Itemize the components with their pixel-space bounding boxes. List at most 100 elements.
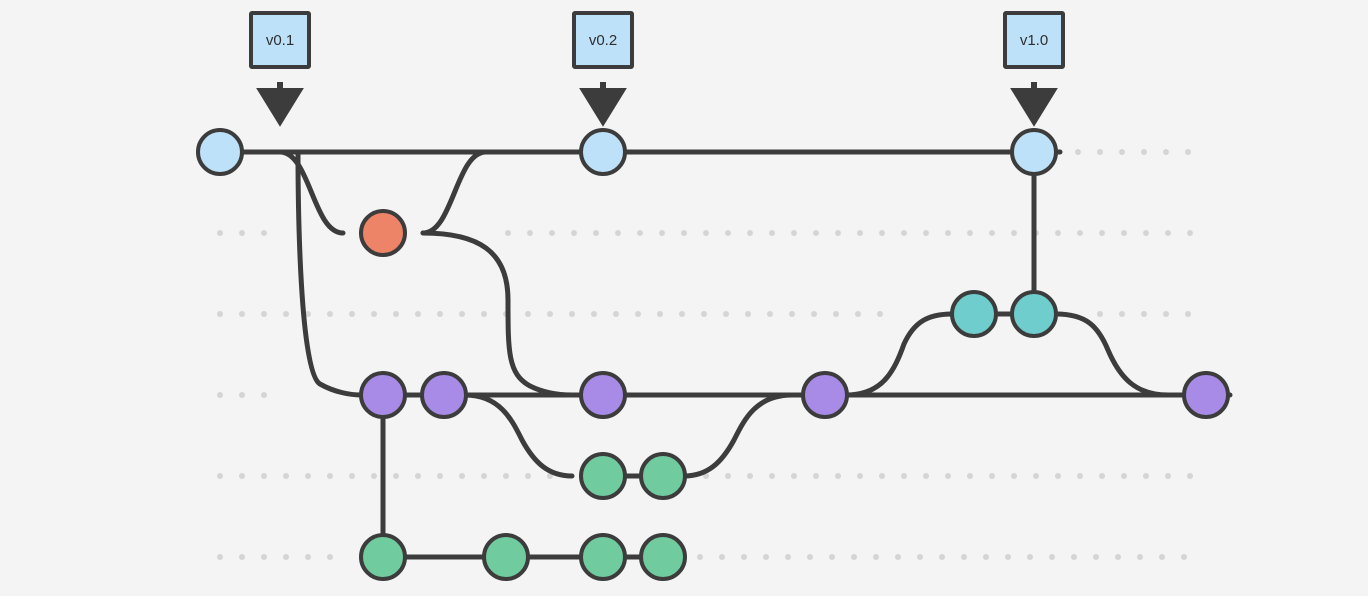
lane-guide-dot [857, 230, 863, 236]
lane-guide-dot [813, 473, 819, 479]
lane-guide-dot [239, 230, 245, 236]
commit-node-h1[interactable] [359, 533, 407, 581]
lane-guide-dot [851, 554, 857, 560]
commit-dot[interactable] [1010, 290, 1058, 338]
commit-node-c1[interactable] [196, 128, 244, 176]
lane-guide-dot [961, 554, 967, 560]
lane-guide-dot [1077, 230, 1083, 236]
lane-guide-dot [939, 554, 945, 560]
lane-guide-dot [525, 473, 531, 479]
commit-node-t1[interactable] [950, 290, 998, 338]
commit-dot[interactable] [579, 128, 627, 176]
lane-guide-dot [1143, 473, 1149, 479]
commit-edge [295, 149, 364, 398]
commit-node-p2[interactable] [420, 371, 468, 419]
lane-guide-dot [791, 473, 797, 479]
commit-node-h4[interactable] [639, 533, 687, 581]
commit-dot[interactable] [579, 452, 627, 500]
lane-guide-dot [1181, 554, 1187, 560]
commit-node-h3[interactable] [579, 533, 627, 581]
commit-dot[interactable] [1010, 128, 1058, 176]
lane-guide-dot [217, 473, 223, 479]
lane-guide-dot [261, 230, 267, 236]
commit-node-c7[interactable] [1010, 128, 1058, 176]
lane-guide-dot [791, 230, 797, 236]
version-tag-v1-0[interactable]: v1.0 [1003, 11, 1065, 127]
version-tag-v0-1[interactable]: v0.1 [249, 11, 311, 127]
lane-guide-dot [1005, 554, 1011, 560]
version-tag-v0-2[interactable]: v0.2 [572, 11, 634, 127]
tag-box[interactable] [572, 11, 634, 69]
lane-guide-dot [393, 311, 399, 317]
lane-guide-dot [873, 554, 879, 560]
lane-guide-dot [1185, 311, 1191, 317]
commit-dot[interactable] [639, 533, 687, 581]
lane-guide-dot [327, 554, 333, 560]
commit-dot[interactable] [196, 128, 244, 176]
commit-dot[interactable] [801, 371, 849, 419]
commit-node-p4[interactable] [801, 371, 849, 419]
commit-dot[interactable] [1182, 371, 1230, 419]
lane-guide-dot [1055, 473, 1061, 479]
lane-guide-dot [879, 230, 885, 236]
commit-dot[interactable] [359, 209, 407, 257]
lane-guide-dot [923, 473, 929, 479]
lane-guide-dot [1033, 473, 1039, 479]
lane-guide-dot [1011, 473, 1017, 479]
lane-guide-dot [983, 554, 989, 560]
lane-guide-dot [719, 554, 725, 560]
commit-node-t2[interactable] [1010, 290, 1058, 338]
lane-guide-dot [1121, 230, 1127, 236]
commit-dot[interactable] [482, 533, 530, 581]
commit-node-g2[interactable] [639, 452, 687, 500]
lane-guide-dot [217, 554, 223, 560]
lane-guide-dot [547, 311, 553, 317]
lane-guide-dot [305, 311, 311, 317]
lane-guide-dot [437, 311, 443, 317]
lane-guide-dot [591, 311, 597, 317]
tag-box[interactable] [249, 11, 311, 69]
commit-dot[interactable] [359, 533, 407, 581]
lane-guide-dot [527, 230, 533, 236]
commit-node-p1[interactable] [359, 371, 407, 419]
lane-guide-dot [1163, 311, 1169, 317]
commit-node-c6[interactable] [579, 128, 627, 176]
commit-dot[interactable] [420, 371, 468, 419]
commit-dot[interactable] [579, 371, 627, 419]
commit-node-p5[interactable] [1182, 371, 1230, 419]
lane-guide-dot [1099, 473, 1105, 479]
tag-box[interactable] [1003, 11, 1065, 69]
lane-guide-dot [327, 311, 333, 317]
commit-node-h2[interactable] [482, 533, 530, 581]
lane-guide-dot [945, 230, 951, 236]
lane-guide-dot [1159, 554, 1165, 560]
lane-guide-dot [547, 473, 553, 479]
commit-dot[interactable] [579, 533, 627, 581]
commit-dot[interactable] [950, 290, 998, 338]
commit-edge [681, 392, 795, 479]
lane-guide-dot [967, 473, 973, 479]
commit-dot[interactable] [359, 371, 407, 419]
commit-edge [277, 149, 346, 236]
commit-node-g1[interactable] [579, 452, 627, 500]
lane-guide-dot [239, 392, 245, 398]
lane-guide-dot [481, 473, 487, 479]
lane-guide-dot [239, 311, 245, 317]
commit-dot[interactable] [639, 452, 687, 500]
lane-guide-dot [833, 311, 839, 317]
lane-guide-dot [989, 230, 995, 236]
lane-guide-dot [789, 311, 795, 317]
lane-guide-dot [261, 473, 267, 479]
lane-guide-dot [1185, 149, 1191, 155]
lane-guide-dot [327, 473, 333, 479]
lane-guide-dot [1075, 149, 1081, 155]
lane-guide-dot [811, 311, 817, 317]
lane-guide-dot [217, 311, 223, 317]
tag-label: v1.0 [1020, 32, 1048, 49]
commit-node-p3[interactable] [579, 371, 627, 419]
lane-guide-dot [747, 230, 753, 236]
commit-node-o1[interactable] [359, 209, 407, 257]
lane-guide-dot [1097, 311, 1103, 317]
lane-guide-dot [855, 311, 861, 317]
lane-guide-dot [1093, 554, 1099, 560]
